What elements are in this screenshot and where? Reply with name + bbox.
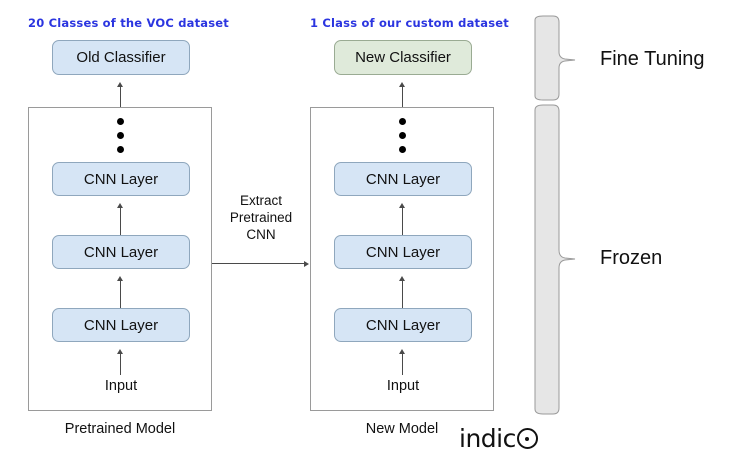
frozen-label: Frozen (600, 247, 663, 269)
right-cnn-layer-3[interactable]: CNN Layer (334, 162, 472, 196)
arrow-head-left-to-classifier (117, 82, 123, 87)
fine-tuning-brace (531, 14, 581, 102)
new-model-container (310, 107, 494, 411)
ellipsis-dot (117, 118, 124, 125)
pretrained-model-caption: Pretrained Model (64, 421, 176, 437)
arrow-head-right-l1-to-l2 (399, 276, 405, 281)
fine-tuning-label: Fine Tuning (600, 48, 705, 70)
arrow-head-right-to-classifier (399, 82, 405, 87)
left-cnn-layer-2[interactable]: CNN Layer (52, 235, 190, 269)
transfer-label-line-2: Pretrained (229, 210, 293, 225)
left-cnn-layer-3[interactable]: CNN Layer (52, 162, 190, 196)
arrow-head-right-l2-to-l3 (399, 203, 405, 208)
new-classifier-box[interactable]: New Classifier (334, 40, 472, 75)
arrow-line-right-l1-to-l2 (402, 280, 403, 308)
arrow-line-left-to-classifier (120, 86, 121, 108)
arrow-head-left-l1-to-l2 (117, 276, 123, 281)
transfer-label: Extract Pretrained CNN (218, 192, 304, 243)
indico-logo-ring-icon (516, 428, 538, 449)
left-annotation-title: 20 Classes of the VOC dataset (28, 16, 229, 30)
right-cnn-layer-1[interactable]: CNN Layer (334, 308, 472, 342)
right-cnn-layer-2[interactable]: CNN Layer (334, 235, 472, 269)
new-model-caption: New Model (365, 421, 439, 437)
ellipsis-dot (399, 132, 406, 139)
arrow-line-left-l2-to-l3 (120, 207, 121, 235)
left-cnn-layer-1[interactable]: CNN Layer (52, 308, 190, 342)
arrow-head-left-l2-to-l3 (117, 203, 123, 208)
ellipsis-dot (117, 132, 124, 139)
arrow-line-left-input-to-l1 (120, 353, 121, 375)
arrow-head-left-input-to-l1 (117, 349, 123, 354)
right-annotation-title: 1 Class of our custom dataset (310, 16, 509, 30)
left-input-label: Input (104, 378, 138, 394)
ellipsis-dot (399, 118, 406, 125)
pretrained-model-container (28, 107, 212, 411)
indico-logo: indic (459, 424, 538, 453)
ellipsis-dot (399, 146, 406, 153)
transfer-label-line-1: Extract (239, 193, 282, 208)
right-input-label: Input (386, 378, 420, 394)
frozen-brace (531, 102, 581, 418)
arrow-line-right-input-to-l1 (402, 353, 403, 375)
transfer-arrow-head (304, 261, 309, 267)
ellipsis-dot (117, 146, 124, 153)
old-classifier-box[interactable]: Old Classifier (52, 40, 190, 75)
arrow-head-right-input-to-l1 (399, 349, 405, 354)
transfer-arrow-line (212, 263, 305, 264)
arrow-line-right-to-classifier (402, 86, 403, 108)
arrow-line-right-l2-to-l3 (402, 207, 403, 235)
arrow-line-left-l1-to-l2 (120, 280, 121, 308)
transfer-label-line-3: CNN (246, 227, 276, 242)
indico-logo-text: indic (459, 424, 516, 453)
